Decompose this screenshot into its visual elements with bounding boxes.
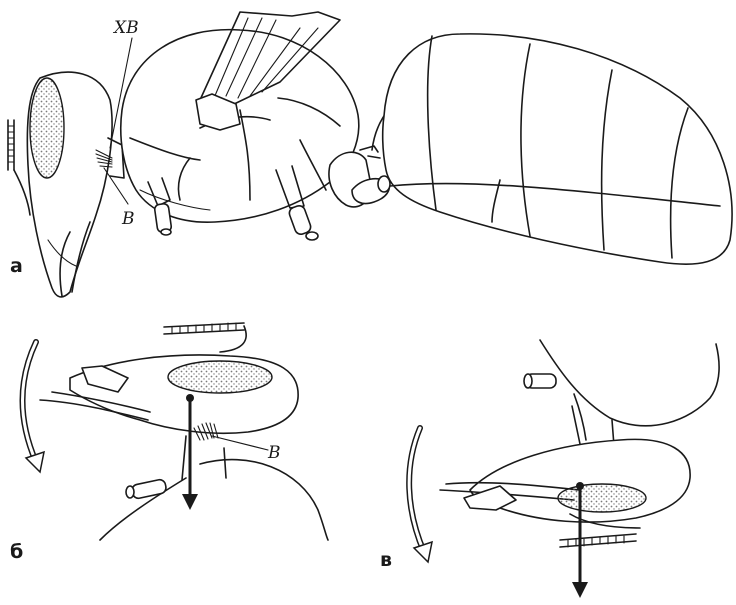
compound-eye-a: [29, 77, 65, 179]
head-b: [39, 354, 299, 435]
neck-brush-b: [181, 422, 227, 481]
leader-v-a: [103, 167, 129, 205]
compound-eye-b: [167, 360, 273, 394]
antenna-b: [163, 322, 247, 353]
compound-eye-v: [557, 483, 647, 513]
panel-v-head: в: [380, 339, 720, 598]
wing-base-a: [195, 11, 341, 131]
leader-xv: [109, 37, 133, 149]
rotation-arrowhead-v: [412, 540, 433, 564]
label-v-b: B: [267, 443, 281, 463]
thorax-b: [99, 458, 329, 541]
label-panel-a: а: [10, 255, 23, 277]
thorax-a: [119, 28, 360, 223]
rotation-arrowhead-b: [24, 450, 45, 474]
antenna-a: [7, 119, 31, 216]
label-panel-v: в: [380, 549, 392, 571]
label-panel-b: б: [10, 541, 23, 563]
panel-b-head: B б: [10, 322, 329, 563]
abdomen-a: [381, 33, 733, 265]
legs-a: [147, 165, 319, 241]
label-v-a: B: [121, 209, 135, 229]
label-xv: XB: [112, 18, 139, 38]
thorax-v: [523, 339, 720, 441]
panel-a-insect: XB B а: [7, 11, 733, 298]
petiole-a: [328, 115, 391, 208]
head-a: [26, 71, 113, 298]
leader-v-b: [211, 435, 269, 451]
head-v: [439, 438, 691, 523]
antenna-v: [559, 513, 641, 548]
neck-brush-a: [95, 137, 125, 179]
